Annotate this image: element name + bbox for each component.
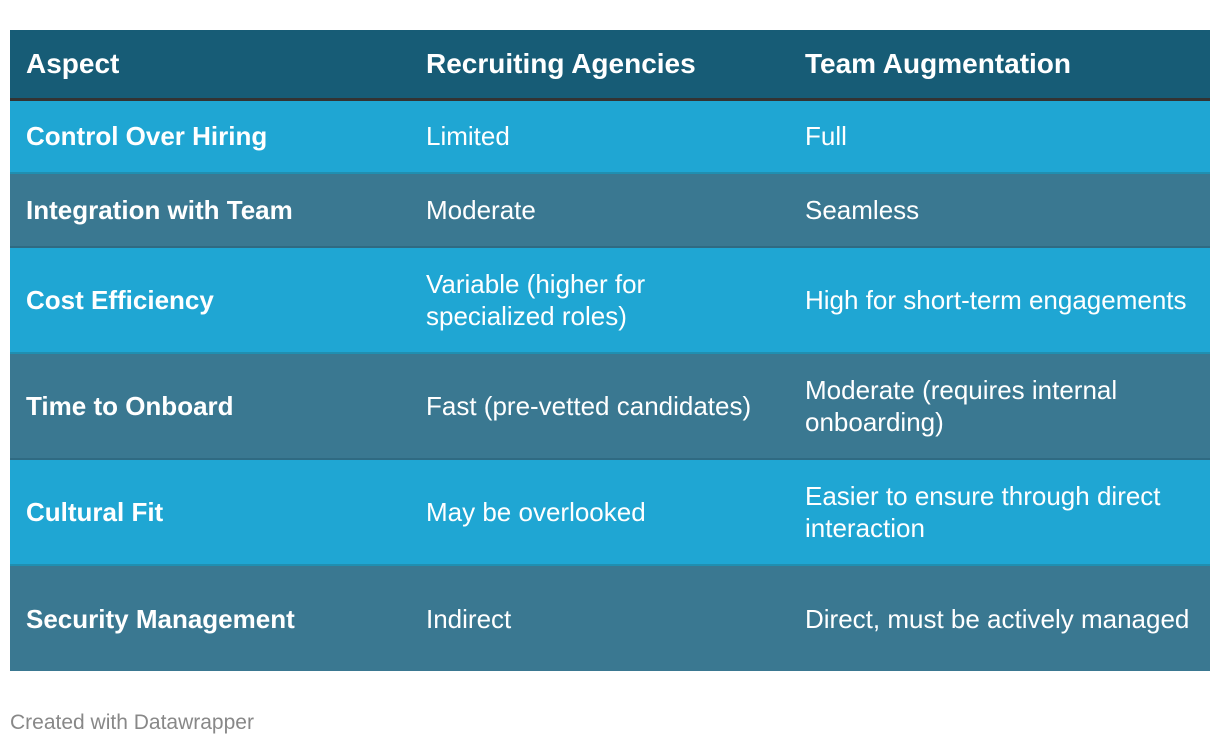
- table-header: Aspect Recruiting Agencies Team Augmenta…: [10, 30, 1210, 101]
- table-row: Control Over Hiring Limited Full: [10, 99, 1210, 174]
- row-recruiting-cell: Limited: [410, 99, 789, 174]
- table-body: Control Over Hiring Limited Full Integra…: [10, 99, 1210, 671]
- row-recruiting-cell: Moderate: [410, 173, 789, 248]
- header-team-augmentation: Team Augmentation: [789, 30, 1210, 101]
- comparison-table-container: Aspect Recruiting Agencies Team Augmenta…: [10, 30, 1210, 671]
- row-augmentation-cell: High for short-term engagements: [789, 247, 1210, 354]
- row-aspect-cell: Control Over Hiring: [10, 99, 410, 174]
- comparison-table: Aspect Recruiting Agencies Team Augmenta…: [10, 30, 1210, 671]
- header-aspect: Aspect: [10, 30, 410, 101]
- row-aspect-cell: Security Management: [10, 565, 410, 671]
- table-row: Security Management Indirect Direct, mus…: [10, 565, 1210, 671]
- row-augmentation-cell: Seamless: [789, 173, 1210, 248]
- row-recruiting-cell: Indirect: [410, 565, 789, 671]
- table-row: Cultural Fit May be overlooked Easier to…: [10, 459, 1210, 566]
- row-augmentation-cell: Easier to ensure through direct interact…: [789, 459, 1210, 566]
- table-row: Time to Onboard Fast (pre-vetted candida…: [10, 353, 1210, 460]
- row-recruiting-cell: Fast (pre-vetted candidates): [410, 353, 789, 460]
- header-row: Aspect Recruiting Agencies Team Augmenta…: [10, 30, 1210, 101]
- table-row: Integration with Team Moderate Seamless: [10, 173, 1210, 248]
- row-aspect-cell: Cost Efficiency: [10, 247, 410, 354]
- row-augmentation-cell: Direct, must be actively managed: [789, 565, 1210, 671]
- header-recruiting-agencies: Recruiting Agencies: [410, 30, 789, 101]
- row-augmentation-cell: Moderate (requires internal onboarding): [789, 353, 1210, 460]
- row-augmentation-cell: Full: [789, 99, 1210, 174]
- row-recruiting-cell: Variable (higher for specialized roles): [410, 247, 789, 354]
- datawrapper-credit: Created with Datawrapper: [10, 711, 254, 734]
- table-row: Cost Efficiency Variable (higher for spe…: [10, 247, 1210, 354]
- row-aspect-cell: Cultural Fit: [10, 459, 410, 566]
- row-recruiting-cell: May be overlooked: [410, 459, 789, 566]
- row-aspect-cell: Integration with Team: [10, 173, 410, 248]
- row-aspect-cell: Time to Onboard: [10, 353, 410, 460]
